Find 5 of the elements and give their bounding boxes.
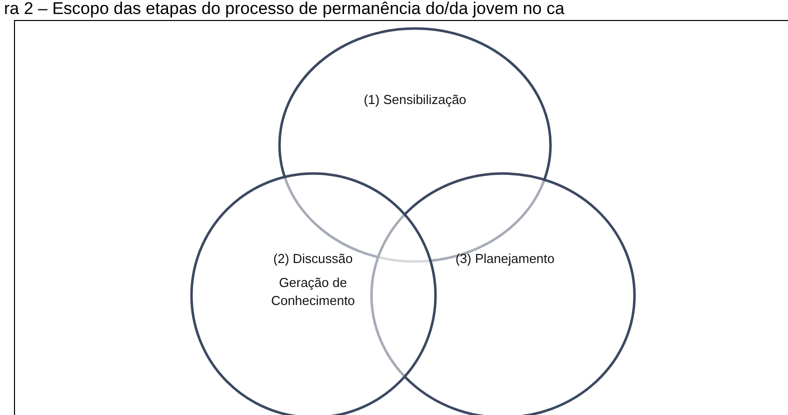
circle-label: (2) Discussão bbox=[272, 250, 354, 268]
circle-label: (3) Planejamento bbox=[454, 250, 556, 268]
circle-label: Geração de Conhecimento bbox=[270, 274, 356, 310]
figure-title: ra 2 – Escopo das etapas do processo de permanência do/da jovem no ca bbox=[4, 0, 564, 19]
circle-label: (1) Sensibilização bbox=[362, 91, 468, 109]
